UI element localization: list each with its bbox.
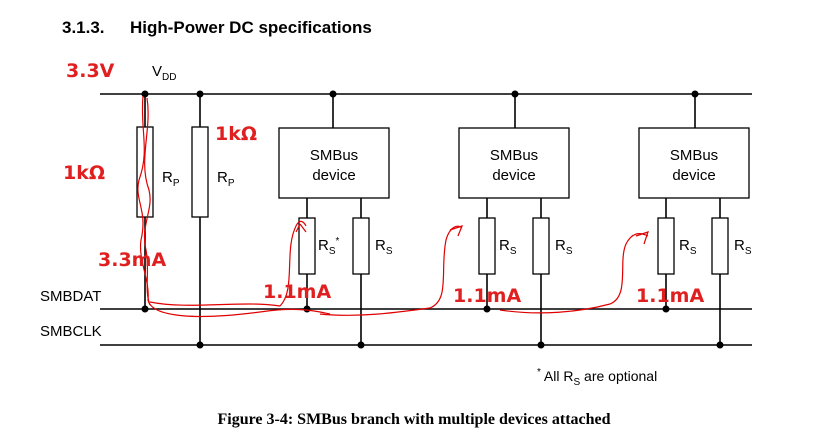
device-2-line2: device (492, 167, 535, 184)
vdd-label: VDD (152, 63, 176, 83)
rs-label-3b: RS (734, 237, 752, 257)
smbdat-label: SMBDAT (40, 288, 101, 305)
device-3-line1: SMBus (670, 147, 718, 164)
smbus-device-2 (458, 90, 570, 349)
section-number: 3.1.3. (62, 18, 105, 37)
pullup-resistor-clk (191, 90, 209, 349)
device-3-line2: device (672, 167, 715, 184)
figure-caption: Figure 3-4: SMBus branch with multiple d… (217, 411, 610, 428)
rs-label-1b: RS (375, 237, 393, 257)
rs-label-2b: RS (555, 237, 573, 257)
rs-label-3a: RS (679, 237, 697, 257)
footnote: *All RS are optional (537, 367, 657, 388)
pullup-label-clk: RP (217, 169, 235, 189)
right-resistance-annotation: 1kΩ (215, 123, 257, 145)
device-1-line2: device (312, 167, 355, 184)
current-annotation-1: 1.1mA (263, 281, 331, 303)
total-current-annotation: 3.3mA (98, 249, 166, 271)
current-path-annotations (137, 95, 649, 318)
section-title: High-Power DC specifications (130, 18, 372, 37)
current-annotation-2: 1.1mA (453, 285, 521, 307)
rs-label-2a: RS (499, 237, 517, 257)
smbus-device-3 (638, 90, 750, 349)
smbus-device-1 (278, 90, 390, 349)
voltage-annotation: 3.3V (66, 60, 115, 82)
rs-label-1a: RS* (318, 236, 340, 257)
pullup-label-dat: RP (162, 169, 180, 189)
device-2-line1: SMBus (490, 147, 538, 164)
left-resistance-annotation: 1kΩ (63, 162, 105, 184)
device-1-line1: SMBus (310, 147, 358, 164)
smbclk-label: SMBCLK (40, 323, 102, 340)
current-annotation-3: 1.1mA (636, 285, 704, 307)
